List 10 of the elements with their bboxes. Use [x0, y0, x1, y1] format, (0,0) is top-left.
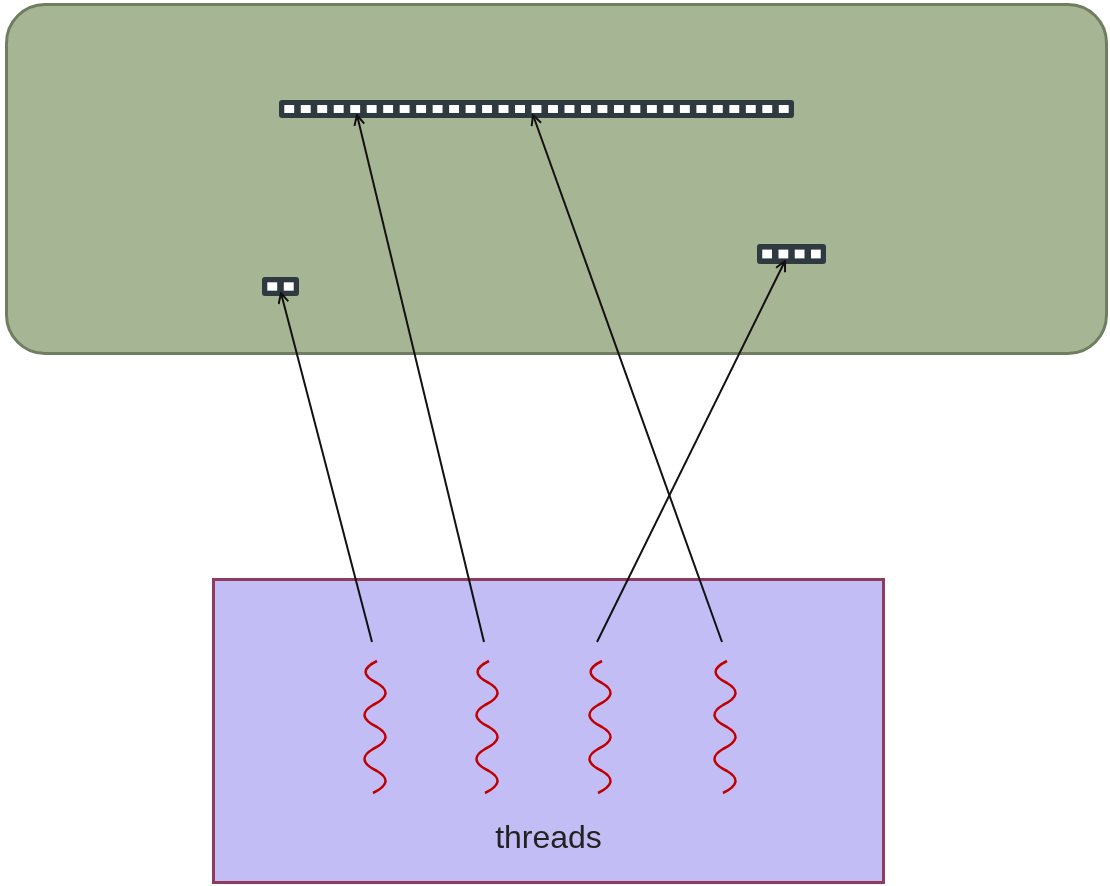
- array-bar: [279, 100, 794, 118]
- thread-pool-box: [212, 578, 885, 884]
- array-bar: [757, 244, 826, 264]
- arrow: [353, 114, 485, 643]
- arrow: [277, 292, 373, 643]
- box-label: threads: [495, 819, 602, 856]
- arrow: [596, 260, 787, 643]
- arrow: [530, 114, 723, 643]
- container-box: [5, 3, 1108, 355]
- array-bar: [262, 277, 299, 296]
